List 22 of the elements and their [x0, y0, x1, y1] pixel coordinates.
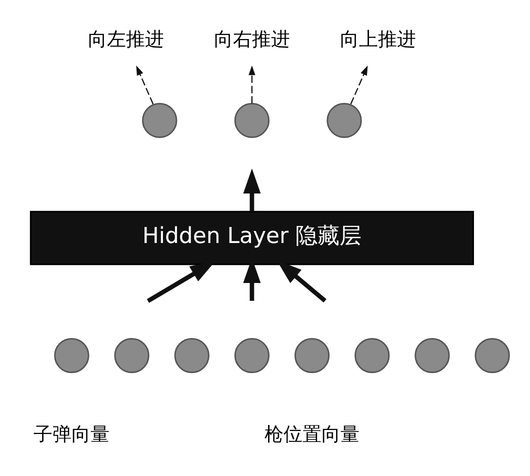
node-circle [114, 338, 149, 374]
arrow [146, 261, 215, 303]
arrow [248, 66, 255, 104]
node-circle [174, 338, 209, 374]
node-circle [326, 102, 362, 138]
node-circle [354, 338, 390, 374]
node-box: Hidden Layer 隐藏层 [29, 210, 474, 266]
arrow [242, 168, 260, 212]
node-circle [234, 338, 270, 374]
arrow [350, 66, 368, 104]
node-text: 向上推进 [339, 28, 416, 51]
label: 枪位置向量 [264, 423, 360, 446]
node-circle [474, 338, 510, 374]
node-circle [414, 338, 450, 374]
node-circle [294, 338, 330, 374]
node-circle [234, 102, 270, 138]
node-text: 向左推进 [87, 28, 164, 51]
node-circle [54, 338, 89, 374]
node-circle [142, 102, 177, 138]
node-text: 向右推进 [213, 28, 290, 51]
arrow [136, 66, 154, 104]
label: 子弹向量 [33, 423, 110, 446]
